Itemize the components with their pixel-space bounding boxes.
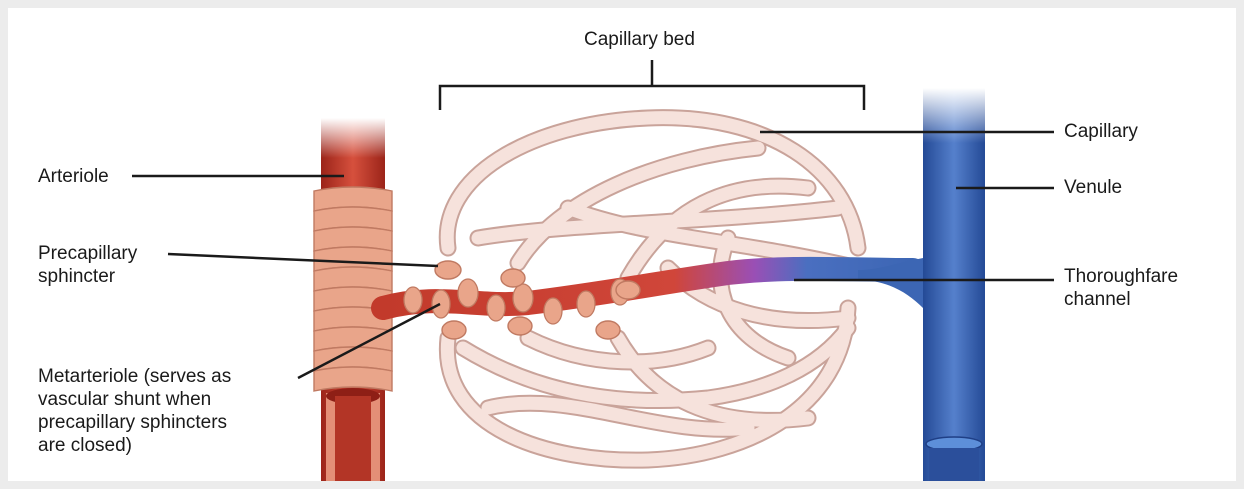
thoroughfare-channel-label: Thoroughfare channel xyxy=(1064,265,1178,311)
venule-vessel xyxy=(858,88,985,481)
capillary-bed-bracket xyxy=(440,60,864,110)
arteriole-label: Arteriole xyxy=(38,165,109,188)
leader-lines xyxy=(132,132,1054,378)
diagram-frame: Capillary bed Arteriole Precapillary sph… xyxy=(8,8,1236,481)
metarteriole-label: Metarteriole (serves as vascular shunt w… xyxy=(38,365,231,457)
capillary-bed-label: Capillary bed xyxy=(584,28,695,51)
venule-label: Venule xyxy=(1064,176,1122,199)
precapillary-sphincter-label: Precapillary sphincter xyxy=(38,242,137,288)
capillary-label: Capillary xyxy=(1064,120,1138,143)
